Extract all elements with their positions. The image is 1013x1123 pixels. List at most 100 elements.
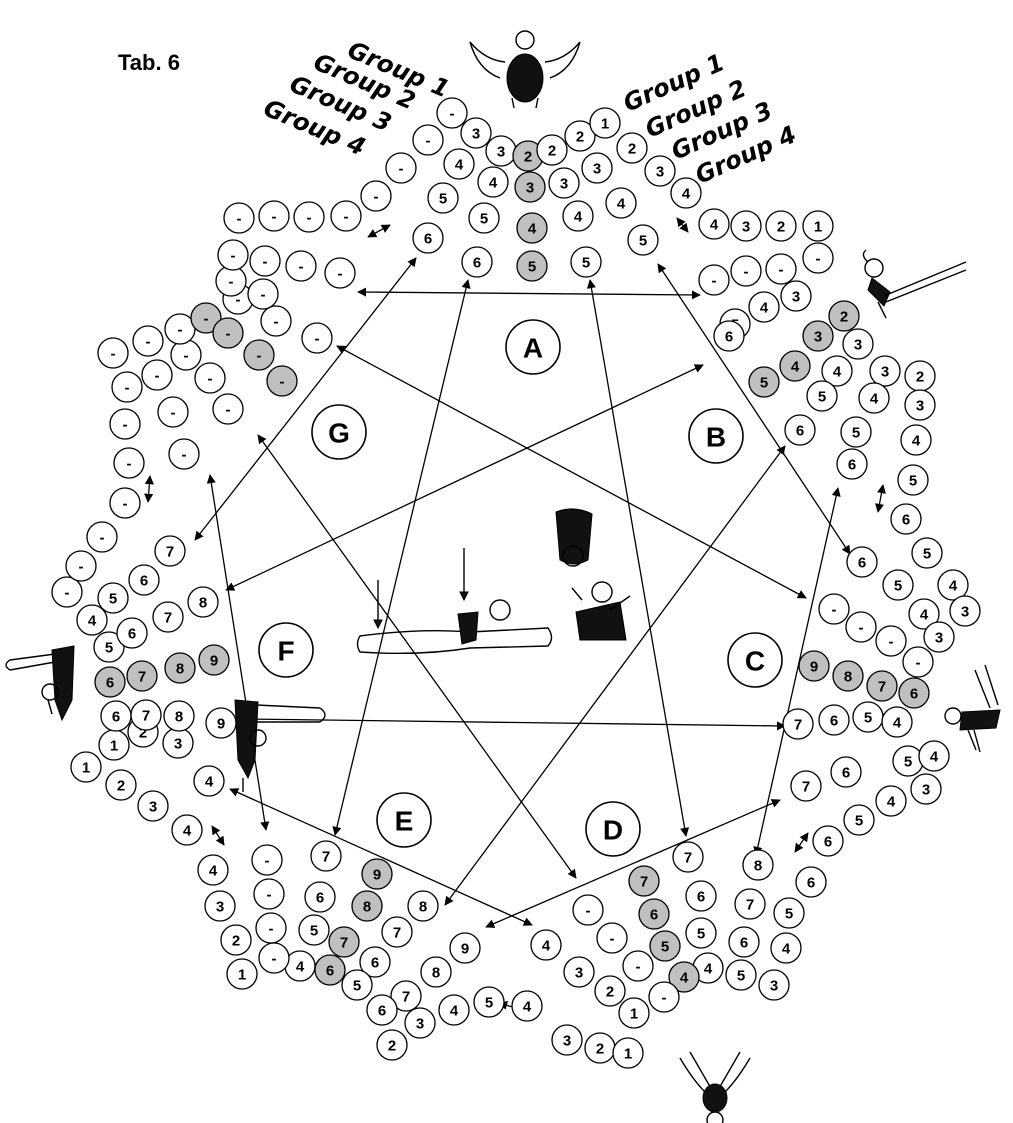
station-number: - <box>269 921 274 938</box>
station-number: 4 <box>791 359 800 376</box>
station-circle: 5 <box>853 702 883 732</box>
station-number: - <box>315 331 320 348</box>
station-circle: 6 <box>837 449 867 479</box>
station-circle: - <box>252 845 282 875</box>
station-number: - <box>237 211 242 228</box>
gymnast-pike-icon <box>235 700 325 792</box>
station-number: - <box>127 456 132 473</box>
station-circle: 3 <box>924 622 954 652</box>
station-number: 5 <box>661 939 669 956</box>
zone-label: E <box>395 806 414 837</box>
station-circle: 7 <box>791 771 821 801</box>
station-number: - <box>229 274 234 291</box>
station-number: 3 <box>792 289 800 306</box>
station-number: 7 <box>166 544 174 561</box>
station-circle: 1 <box>803 211 833 241</box>
station-number: 3 <box>593 161 601 178</box>
station-circle: 6 <box>462 247 492 277</box>
station-number: - <box>816 251 821 268</box>
station-circle: 5 <box>469 203 499 233</box>
small-arrow <box>878 485 883 512</box>
station-circle: 4 <box>882 707 912 737</box>
station-number: 6 <box>725 329 733 346</box>
station-circle: - <box>331 201 361 231</box>
station-number: - <box>125 380 130 397</box>
station-number: 2 <box>232 933 240 950</box>
zone-label: D <box>603 815 623 846</box>
zone-label: A <box>523 333 543 364</box>
station-number: 5 <box>439 191 447 208</box>
station-circle: 3 <box>461 118 491 148</box>
station-circle: - <box>267 366 297 396</box>
station-number: - <box>267 887 272 904</box>
station-number: - <box>374 189 379 206</box>
station-number: 5 <box>904 754 912 771</box>
station-circle: 2 <box>766 211 796 241</box>
station-circle: - <box>213 394 243 424</box>
station-number: 5 <box>923 546 931 563</box>
station-number: 5 <box>582 255 590 272</box>
station-circle: - <box>224 203 254 233</box>
station-number: 2 <box>596 1041 604 1058</box>
station-number: - <box>263 254 268 271</box>
station-circle: 2 <box>537 135 567 165</box>
station-circle: - <box>110 488 140 518</box>
station-circle: - <box>699 265 729 295</box>
station-circle: 3 <box>645 156 675 186</box>
station-circle: 3 <box>405 1008 435 1038</box>
station-circle: 6 <box>899 678 929 708</box>
station-number: - <box>123 496 128 513</box>
station-number: 3 <box>216 899 224 916</box>
station-circle: 6 <box>639 899 669 929</box>
station-circle: 3 <box>205 891 235 921</box>
station-circle: - <box>846 612 876 642</box>
station-circle: 3 <box>759 970 789 1000</box>
station-circle: 3 <box>582 153 612 183</box>
station-number: - <box>155 368 160 385</box>
station-number: - <box>171 405 176 422</box>
station-circle: 6 <box>796 867 826 897</box>
station-number: 3 <box>472 126 480 143</box>
station-circle: 2 <box>829 301 859 331</box>
station-number: 6 <box>371 955 379 972</box>
station-circle: 7 <box>629 866 659 896</box>
station-circle: 7 <box>153 602 183 632</box>
station-circle: 6 <box>315 955 345 985</box>
station-number: - <box>100 530 105 547</box>
station-circle: 4 <box>780 351 810 381</box>
station-number: - <box>272 951 277 968</box>
station-circle: - <box>98 338 128 368</box>
arrow <box>335 280 468 835</box>
station-circle: - <box>195 363 225 393</box>
station-circle: 3 <box>781 281 811 311</box>
zone-e: E <box>377 793 431 847</box>
station-number: - <box>178 322 183 339</box>
station-circle: 5 <box>883 570 913 600</box>
station-circle: 7 <box>155 536 185 566</box>
station-number: 5 <box>353 978 361 995</box>
gymnast-split-handstand-icon <box>470 31 580 108</box>
gymnast-floor-split-icon <box>358 548 552 653</box>
spotting-coach-icon <box>556 509 630 640</box>
station-circle: 1 <box>590 108 620 138</box>
station-circle: - <box>244 340 274 370</box>
station-circle: 4 <box>606 188 636 218</box>
zone-b: B <box>689 409 743 463</box>
station-number: 5 <box>485 995 493 1012</box>
station-number: 6 <box>106 675 114 692</box>
station-number: 5 <box>737 968 745 985</box>
station-circle: 5 <box>299 915 329 945</box>
station-circle: 5 <box>726 960 756 990</box>
station-circle: - <box>261 306 291 336</box>
station-circle: 4 <box>285 951 315 981</box>
station-number: 4 <box>209 863 218 880</box>
station-number: 9 <box>373 867 381 884</box>
station-circle: 9 <box>799 651 829 681</box>
station-number: - <box>712 273 717 290</box>
station-circle: 4 <box>439 995 469 1025</box>
station-number: 3 <box>575 965 583 982</box>
station-circle: 4 <box>671 178 701 208</box>
station-number: - <box>299 259 304 276</box>
station-number: 5 <box>818 389 826 406</box>
station-number: 4 <box>680 970 689 987</box>
